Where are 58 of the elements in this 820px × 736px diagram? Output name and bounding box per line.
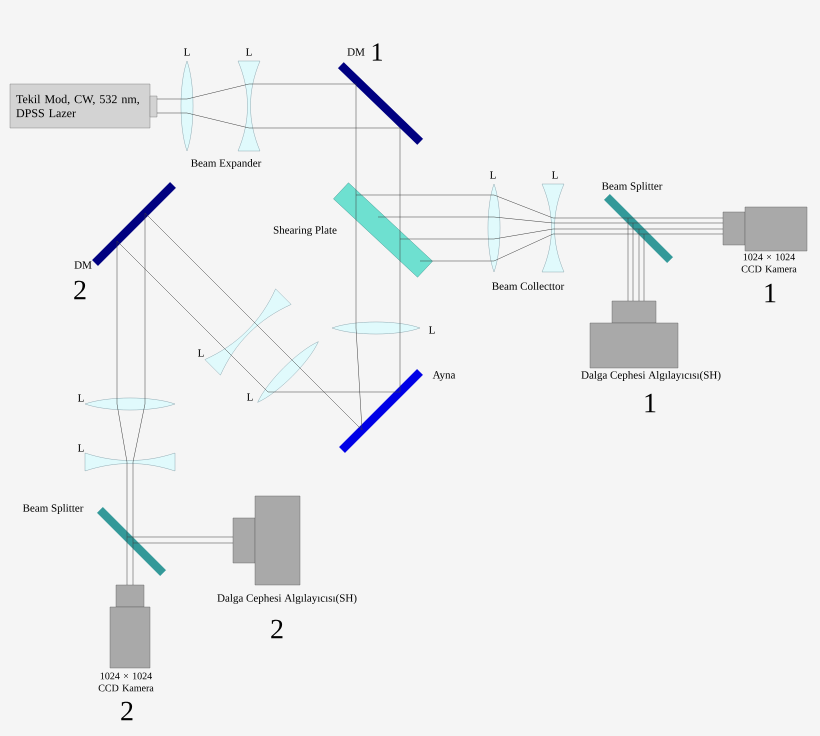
lens-label: L bbox=[184, 48, 190, 56]
light-beam bbox=[126, 536, 234, 538]
splitter-label: Beam Splitter bbox=[602, 182, 662, 192]
lens-label: L bbox=[78, 394, 84, 402]
light-beam bbox=[116, 240, 118, 404]
sensor-label: Dalga Cephesi Algılayıcısı(SH) bbox=[217, 594, 356, 604]
lens bbox=[238, 60, 260, 152]
camera-number: 1 bbox=[765, 284, 776, 302]
camera-drawing bbox=[590, 300, 678, 368]
light-beam bbox=[156, 98, 188, 100]
sensor-number: 1 bbox=[645, 394, 656, 412]
light-beam bbox=[356, 328, 362, 430]
mirror bbox=[339, 369, 423, 453]
mirror bbox=[338, 62, 424, 145]
light-beam bbox=[126, 462, 128, 538]
section-label: Beam Collecttor bbox=[492, 282, 564, 290]
lens-label: L bbox=[552, 171, 558, 179]
lens bbox=[84, 452, 176, 472]
mirror-label: Ayna bbox=[432, 371, 456, 381]
lens bbox=[332, 322, 420, 334]
camera-number: 2 bbox=[121, 702, 132, 720]
mirror-number: 1 bbox=[372, 43, 382, 61]
light-beam bbox=[494, 194, 554, 218]
camera-label: 1024 × 1024 CCD Kamera bbox=[742, 254, 797, 272]
splitter-label: Beam Splitter bbox=[22, 504, 84, 514]
lens bbox=[84, 398, 176, 410]
mirror-label: DM bbox=[347, 48, 365, 56]
lens-label: L bbox=[78, 444, 84, 452]
beam-splitter bbox=[604, 194, 673, 263]
lens-label: L bbox=[246, 393, 253, 401]
lens bbox=[180, 60, 194, 152]
light-beam bbox=[186, 84, 250, 100]
lens-label: L bbox=[428, 326, 435, 334]
lens bbox=[542, 184, 564, 272]
sensor-number: 2 bbox=[271, 620, 282, 638]
mirror bbox=[92, 182, 176, 266]
lens-label: L bbox=[246, 48, 252, 56]
lens-label: L bbox=[198, 349, 204, 357]
light-beam bbox=[234, 358, 268, 392]
section-label: Beam Expander bbox=[191, 159, 262, 169]
camera-drawing bbox=[722, 206, 808, 252]
light-beam bbox=[116, 240, 236, 360]
plate-label: Shearing Plate bbox=[274, 226, 337, 236]
lens bbox=[257, 341, 319, 403]
beam-splitter bbox=[97, 507, 166, 576]
light-beam bbox=[126, 536, 128, 586]
light-beam bbox=[116, 404, 128, 462]
camera-label: 1024 × 1024 CCD Kamera bbox=[98, 672, 154, 692]
lens bbox=[204, 288, 292, 376]
camera-drawing bbox=[110, 584, 150, 668]
mirror-number: 2 bbox=[74, 280, 86, 300]
lens bbox=[488, 184, 500, 272]
mirror-label: DM bbox=[74, 261, 92, 269]
laser-box: Tekil Mod, CW, 532 nm, DPSS Lazer bbox=[10, 84, 158, 128]
camera-drawing bbox=[232, 496, 300, 586]
lens-label: L bbox=[490, 171, 496, 179]
light-beam bbox=[356, 194, 494, 196]
sensor-label: Dalga Cephesi Algılayıcısı(SH) bbox=[581, 371, 720, 381]
